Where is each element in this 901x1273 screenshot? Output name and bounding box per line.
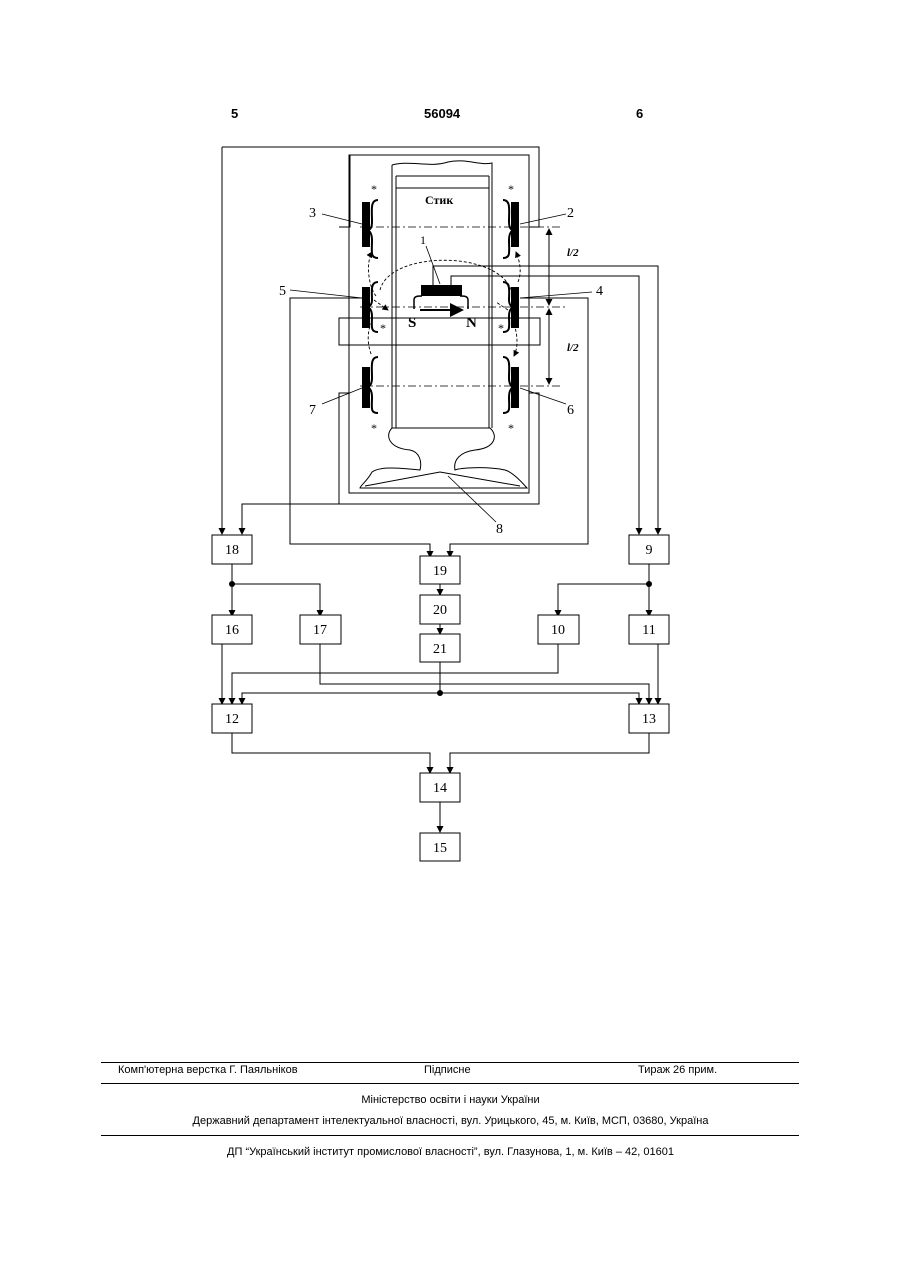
asterisk-mark: * xyxy=(508,421,514,435)
permanent-magnet xyxy=(421,285,462,296)
block-9-label: 9 xyxy=(646,543,653,558)
rail-base xyxy=(360,428,527,488)
part-label-6: 6 xyxy=(567,403,574,418)
part-label-7: 7 xyxy=(309,403,316,418)
half-length-label-bottom: l/2 xyxy=(567,342,579,354)
block-10-label: 10 xyxy=(551,623,565,638)
footer-rule xyxy=(101,1062,799,1063)
half-length-label-top: l/2 xyxy=(567,247,579,259)
footer-print-run: Тираж 26 прим. xyxy=(638,1064,717,1076)
footer-institute: ДП “Український інститут промислової вла… xyxy=(0,1146,901,1158)
block-12-label: 12 xyxy=(225,712,239,727)
part-label-5: 5 xyxy=(279,284,286,299)
footer-department: Державний департамент інтелектуальної вл… xyxy=(0,1115,901,1127)
part-label-8: 8 xyxy=(496,522,503,537)
sensor-2 xyxy=(511,202,519,247)
asterisk-mark: * xyxy=(498,321,504,335)
block-20-label: 20 xyxy=(433,603,447,618)
block-15-label: 15 xyxy=(433,841,447,856)
block-11-label: 11 xyxy=(642,623,655,638)
stik-label: Стик xyxy=(425,193,453,207)
top-frame-wire xyxy=(222,147,539,227)
asterisk-mark: * xyxy=(380,321,386,335)
part-label-2: 2 xyxy=(567,206,574,221)
block-19-label: 19 xyxy=(433,564,447,579)
footer-rule xyxy=(101,1083,799,1084)
asterisk-mark: * xyxy=(508,182,514,196)
block-17-label: 17 xyxy=(313,623,327,638)
footer-layout-credit: Комп'ютерна верстка Г. Паяльніков xyxy=(118,1064,298,1076)
part-label-4: 4 xyxy=(596,284,603,299)
block-14-label: 14 xyxy=(433,781,447,796)
sensor-3 xyxy=(362,202,370,247)
magnet-pole-n: N xyxy=(466,315,477,331)
part-label-3: 3 xyxy=(309,206,316,221)
asterisk-mark: * xyxy=(371,182,377,196)
block-16-label: 16 xyxy=(225,623,239,638)
footer-rule xyxy=(101,1135,799,1136)
footer-ministry: Міністерство освіти і науки України xyxy=(0,1094,901,1106)
block-21-label: 21 xyxy=(433,642,447,657)
block-13-label: 13 xyxy=(642,712,656,727)
asterisk-mark: * xyxy=(371,421,377,435)
magnet-pole-s: S xyxy=(408,315,416,331)
block-18-label: 18 xyxy=(225,543,239,558)
footer-signed: Підписне xyxy=(424,1064,471,1076)
part-label-1: 1 xyxy=(420,233,426,247)
